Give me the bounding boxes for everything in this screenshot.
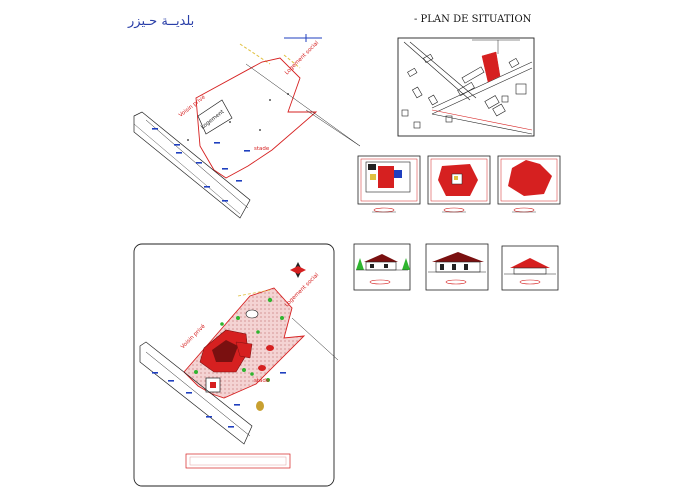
red-tree [258, 365, 266, 371]
green-trees [194, 297, 284, 382]
title-cartouche-inner [189, 456, 287, 466]
blue-markers [152, 372, 286, 428]
title-cartouche [185, 453, 291, 469]
buildings [401, 53, 527, 129]
upper-site-plan [133, 34, 361, 219]
thumb-first-floor [427, 155, 491, 213]
fountain [245, 309, 259, 319]
project-plot [481, 51, 501, 83]
thumb-elevation-3 [501, 245, 559, 291]
situation-frame [397, 37, 535, 137]
housing-block [197, 99, 233, 135]
annex-building [235, 341, 253, 359]
road-centerline [145, 119, 249, 209]
road-strip [139, 341, 253, 445]
blue-markers [152, 128, 250, 202]
floor-plan-thumbnails [357, 155, 561, 213]
plot-outline [195, 57, 318, 179]
thumb-ground-floor [357, 155, 421, 213]
survey-points [187, 93, 289, 141]
lower-site-plan [133, 243, 339, 487]
stadium-marker [256, 401, 264, 411]
situation-map [397, 37, 535, 137]
north-arrow-icon [290, 262, 306, 278]
red-tree [266, 345, 274, 351]
boundary-line [239, 43, 271, 65]
square-block-inner [210, 382, 216, 388]
elevation-thumbnails [353, 243, 559, 291]
building-roof [212, 340, 238, 362]
thumb-roof-plan [497, 155, 561, 213]
road-strip [133, 111, 251, 219]
label-stadium-1: stade [254, 146, 270, 152]
boundary-line [283, 54, 301, 69]
road-edge [305, 109, 361, 147]
road-edge [133, 123, 241, 215]
road-centerline [145, 351, 251, 437]
site-plan-title: - PLAN DE SITUATION [414, 14, 532, 25]
municipality-title: بلديــة حـيزر [128, 14, 195, 29]
thumb-elevation-2 [425, 243, 489, 291]
boundary-line [237, 289, 271, 297]
road-edge [245, 63, 361, 147]
label-stadium-2: stade [254, 378, 270, 384]
thumb-elevation-1 [353, 243, 411, 291]
road-edge [291, 317, 339, 361]
